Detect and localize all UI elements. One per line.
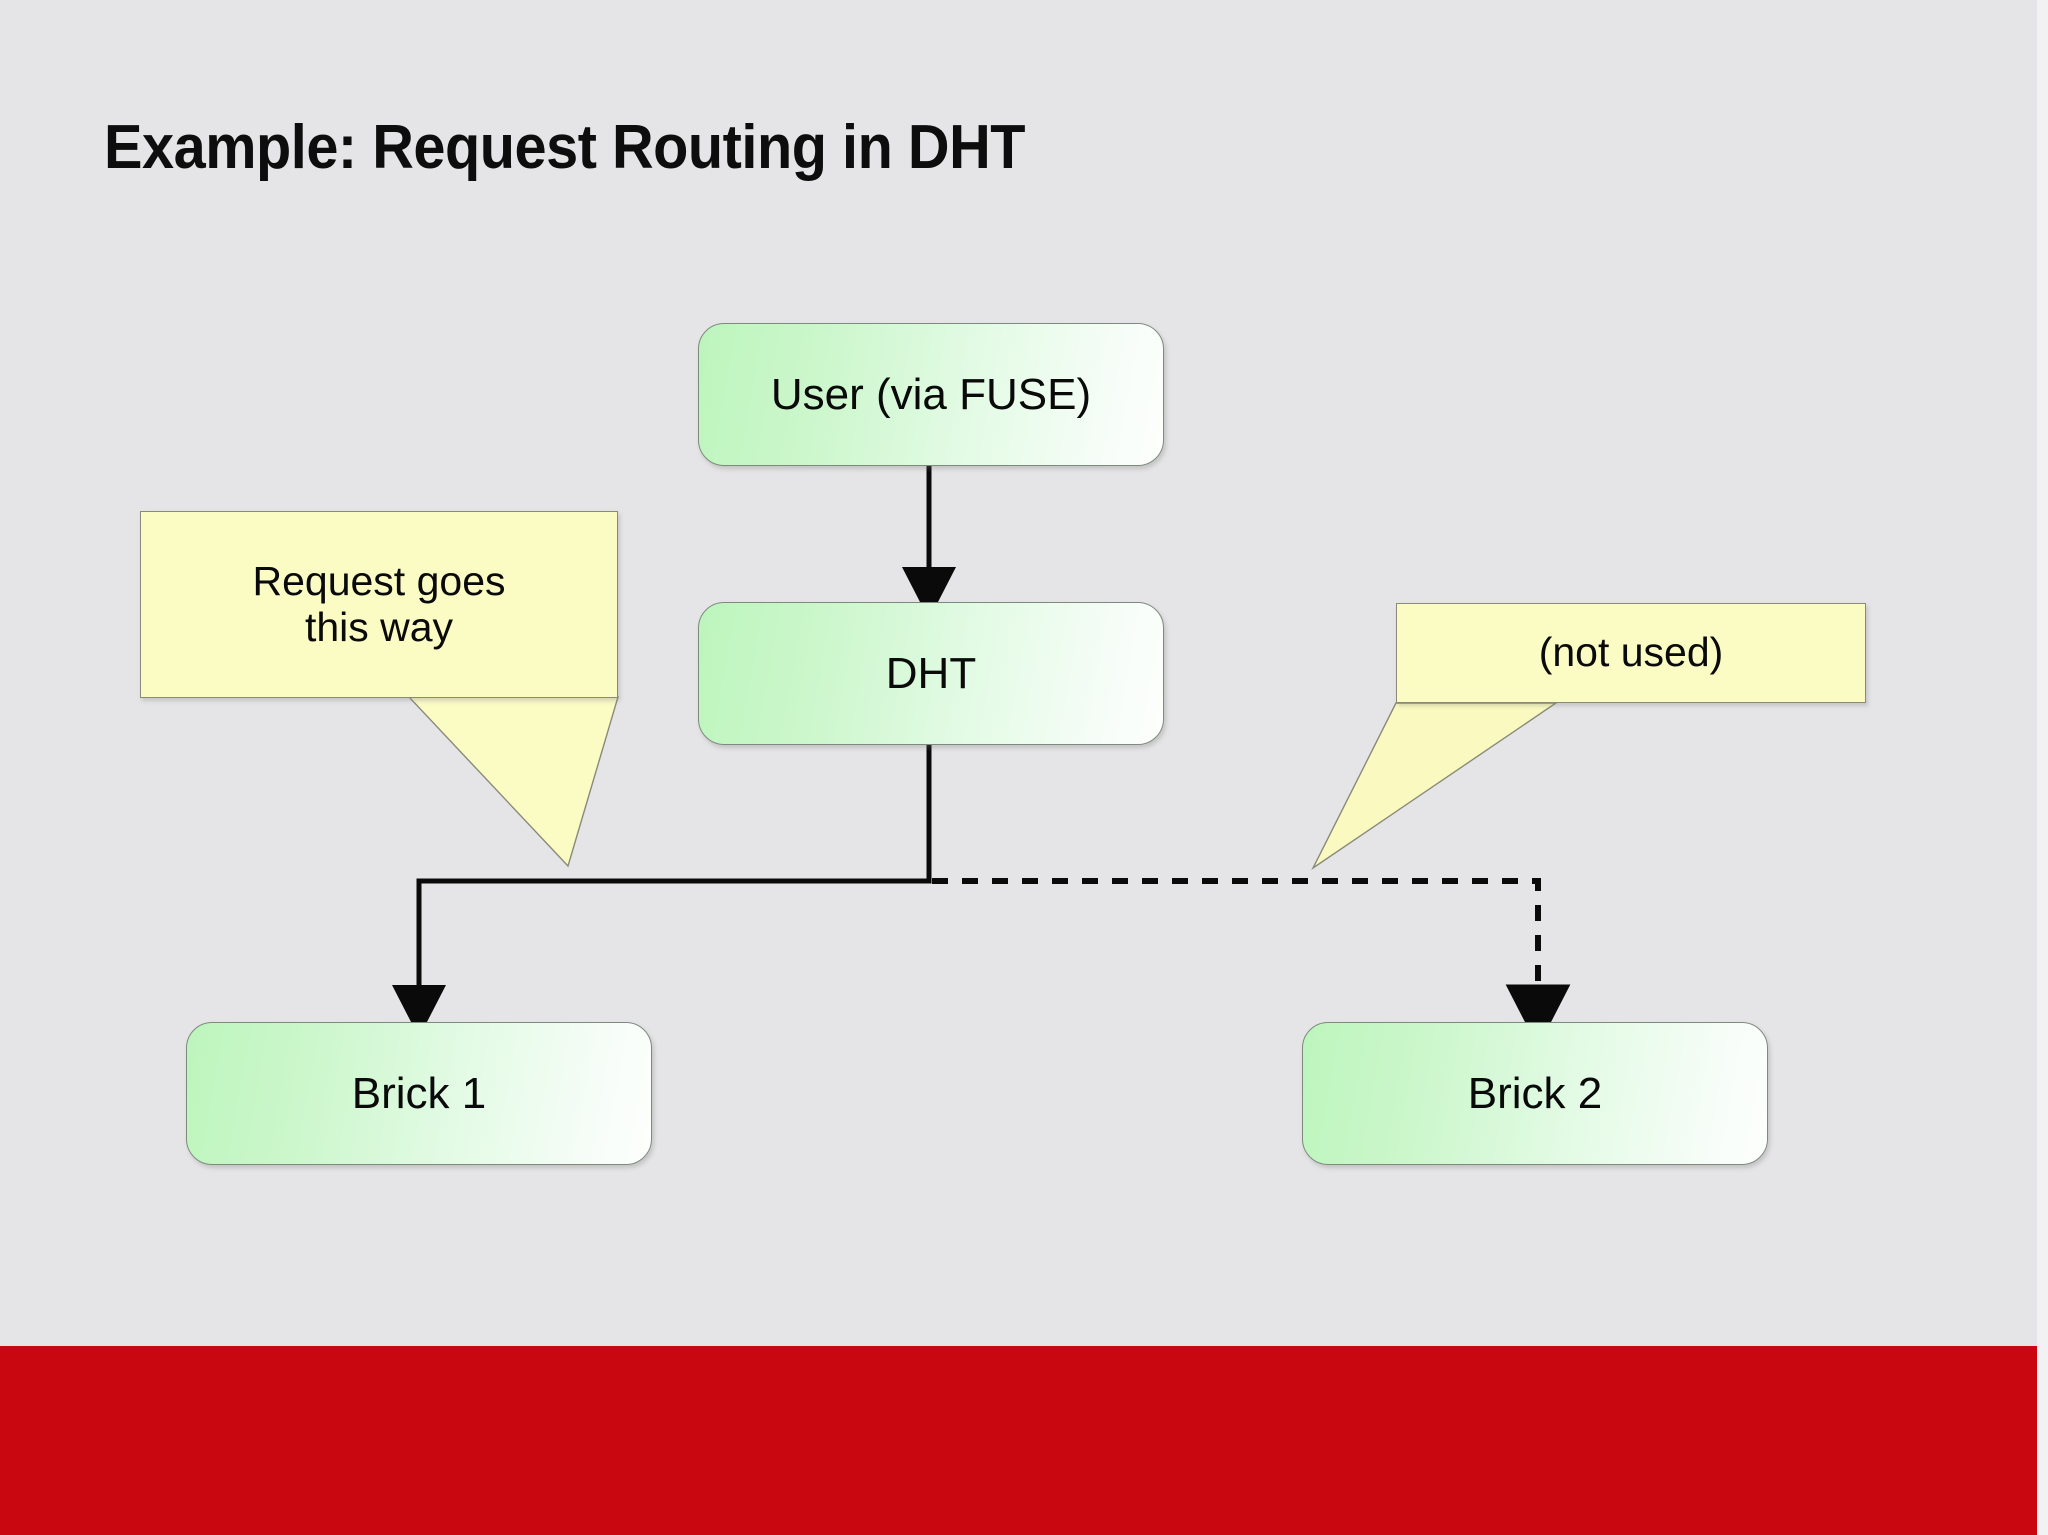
callout-request-goes-this-way[interactable]: Request goes this way xyxy=(140,511,618,698)
node-brick1-label: Brick 1 xyxy=(351,1068,487,1118)
edge-dht-to-brick2 xyxy=(932,878,1571,1048)
node-user[interactable]: User (via FUSE) xyxy=(698,323,1164,466)
callout-not-used-text: (not used) xyxy=(1538,629,1724,676)
node-brick1[interactable]: Brick 1 xyxy=(186,1022,652,1165)
callout-tail-notused xyxy=(1311,702,1559,871)
node-dht[interactable]: DHT xyxy=(698,602,1164,745)
node-brick2-label: Brick 2 xyxy=(1467,1068,1603,1118)
footer-accent-band xyxy=(0,1346,2037,1535)
callout-not-used[interactable]: (not used) xyxy=(1396,603,1866,703)
node-user-label: User (via FUSE) xyxy=(770,369,1092,419)
node-brick2[interactable]: Brick 2 xyxy=(1302,1022,1768,1165)
callout-tail-request xyxy=(407,696,619,868)
node-dht-label: DHT xyxy=(885,648,977,698)
callout-request-text: Request goes this way xyxy=(252,557,506,650)
edge-dht-to-brick1 xyxy=(392,745,932,1038)
page-title: Example: Request Routing in DHT xyxy=(104,113,1026,182)
slide-right-edge-strip xyxy=(2037,0,2048,1535)
